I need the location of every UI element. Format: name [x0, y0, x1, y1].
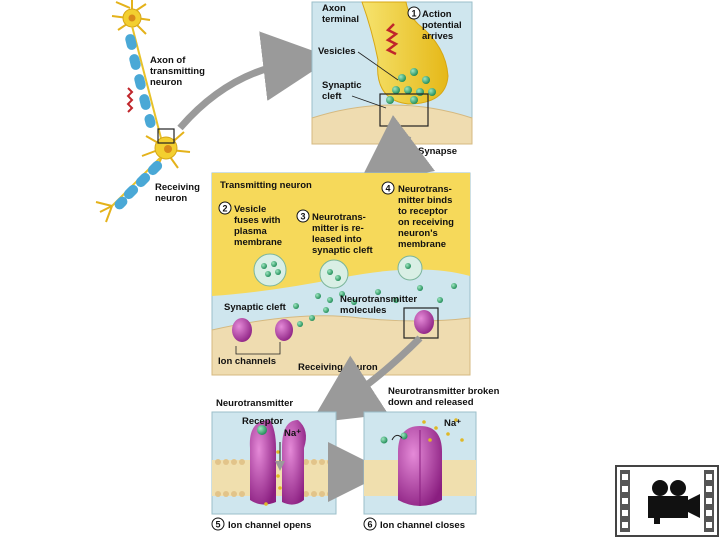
transmitting-neuron-title: Transmitting neuron: [220, 180, 312, 191]
step-2-label: Vesicle fuses with plasma membrane: [234, 204, 283, 248]
transmitting-axon: [125, 25, 163, 143]
step-3-badge: [296, 209, 310, 223]
step-6-label: Ion channel closes: [380, 520, 465, 531]
video-play-button[interactable]: [615, 465, 719, 537]
zoom-arrow-1: [177, 31, 333, 131]
step-6-number: 6: [367, 520, 372, 530]
channel-opens-panel: Neurotransmitter Receptor Na⁺ 5 Ion chan…: [211, 398, 337, 531]
zoom-arrow-3: [310, 335, 423, 424]
step-4-number: 4: [385, 184, 390, 194]
step-5-number: 5: [215, 520, 220, 530]
synapse-label: Synapse: [418, 146, 457, 157]
axon-of-transmitting-label: Axon of transmitting neuron: [150, 55, 208, 88]
synapse-detail-panel: Transmitting neuron 2 Vesicle fuses with…: [211, 172, 471, 424]
released-neurotransmitters: [293, 283, 457, 327]
action-potential-icon: [385, 23, 399, 56]
step-1-label: Action potential arrives: [422, 9, 464, 42]
receiving-neuron-body: [141, 128, 191, 171]
fusing-vesicles: [253, 253, 423, 289]
step-6-badge: [363, 517, 377, 531]
sodium-label-right: Na⁺: [444, 418, 461, 429]
step-5-label: Ion channel opens: [228, 520, 311, 531]
synaptic-cleft-label: Synaptic cleft: [224, 302, 287, 313]
impulse-icon: [126, 87, 134, 113]
step-4-label: Neurotrans- mitter binds to receptor on …: [398, 184, 457, 250]
bound-neurotransmitter: [257, 425, 267, 435]
transmitting-neuron-body: [111, 0, 151, 35]
step-2-number: 2: [222, 204, 227, 214]
receiving-neuron-label: Receiving neuron: [155, 182, 203, 204]
nt-molecules-label: Neurotransmitter molecules: [340, 294, 420, 316]
step-3-number: 3: [300, 212, 305, 222]
receptor-label: Receptor: [242, 416, 283, 427]
step-3-label: Neurotrans- mitter is re- leased into sy…: [312, 212, 374, 256]
sodium-label-left: Na⁺: [284, 428, 301, 439]
vesicle-cluster: [386, 68, 436, 104]
synapse-highlight-box: [157, 128, 175, 144]
axon-terminal-label: Axon terminal: [322, 3, 359, 25]
vesicles-label: Vesicles: [318, 46, 356, 57]
neurotransmitter-label: Neurotransmitter: [216, 398, 293, 409]
film-camera-icon: [648, 480, 700, 524]
axon-terminal-panel: Axon terminal 1 Action potential arrives…: [311, 1, 473, 186]
channel-closes-panel: Neurotransmitter broken down and release…: [363, 386, 502, 531]
step-5-badge: [211, 517, 225, 531]
receptor-zoom-box: [403, 307, 439, 339]
step-4-badge: [381, 181, 395, 195]
ion-channels-label: Ion channels: [218, 356, 276, 367]
sodium-ions-outside: [422, 418, 464, 442]
receiving-axon: [95, 157, 163, 223]
synaptic-cleft-label-small: Synaptic cleft: [322, 80, 364, 102]
step-1-number: 1: [411, 9, 416, 19]
broken-down-label: Neurotransmitter broken down and release…: [388, 386, 502, 408]
zoom-arrow-2: [358, 114, 436, 186]
step-2-badge: [218, 201, 232, 215]
receiving-neuron-title: Receiving neuron: [298, 362, 378, 373]
neuron-overview: Axon of transmitting neuron Receiving ne…: [95, 0, 333, 223]
step-1-badge: [407, 6, 421, 20]
ion-channels: [232, 310, 434, 342]
